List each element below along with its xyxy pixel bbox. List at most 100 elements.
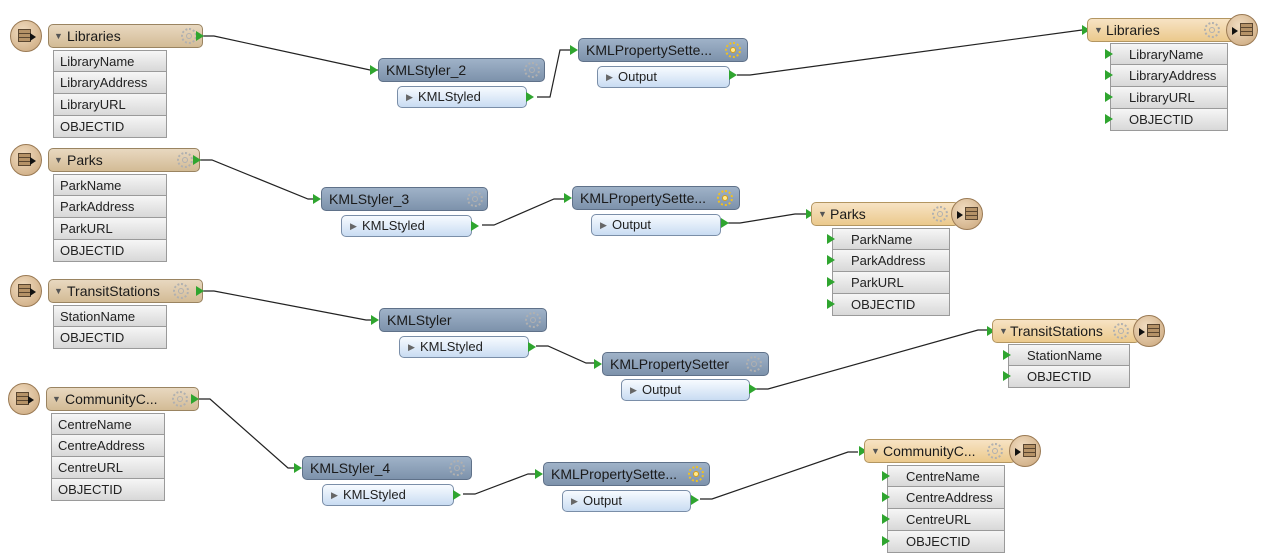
database-table-icon [10, 20, 42, 52]
input-port[interactable] [1105, 92, 1113, 102]
output-port[interactable] [749, 384, 757, 394]
transformer-header[interactable]: KMLPropertySette... [543, 462, 710, 486]
input-port[interactable] [882, 492, 890, 502]
output-port-label[interactable]: ▶ KMLStyled [397, 86, 527, 108]
output-port-label[interactable]: ▶ KMLStyled [399, 336, 529, 358]
output-port[interactable] [191, 394, 199, 404]
collapse-icon[interactable]: ▼ [1094, 25, 1103, 35]
output-port-label[interactable]: ▶ Output [597, 66, 730, 88]
transformer-header[interactable]: KMLStyler_2 [378, 58, 545, 82]
output-port[interactable] [729, 70, 737, 80]
input-port[interactable] [882, 536, 890, 546]
gear-icon[interactable] [1204, 22, 1220, 38]
output-port[interactable] [453, 490, 461, 500]
attribute-label: OBJECTID [851, 297, 916, 312]
output-port-label[interactable]: ▶ KMLStyled [322, 484, 454, 506]
input-port[interactable] [313, 194, 321, 204]
reader-header[interactable]: ▼ Libraries [48, 24, 203, 48]
attribute-label: CentreName [906, 469, 980, 484]
input-port[interactable] [564, 193, 572, 203]
input-port[interactable] [1003, 350, 1011, 360]
gear-icon[interactable] [449, 460, 465, 476]
attribute-list: CentreName CentreAddress CentreURL OBJEC… [51, 413, 165, 501]
gear-icon[interactable] [1113, 323, 1129, 339]
gear-icon[interactable] [172, 391, 188, 407]
reader-header[interactable]: ▼ TransitStations [48, 279, 203, 303]
gear-icon[interactable] [725, 42, 741, 58]
gear-icon[interactable] [932, 206, 948, 222]
gear-icon[interactable] [181, 28, 197, 44]
transformer-header[interactable]: KMLStyler_4 [302, 456, 472, 480]
input-port[interactable] [1003, 371, 1011, 381]
writer-header[interactable]: ▼ Parks [811, 202, 959, 226]
output-port[interactable] [196, 286, 204, 296]
input-port[interactable] [827, 277, 835, 287]
attribute-item: StationName [53, 305, 167, 327]
output-port[interactable] [691, 495, 699, 505]
input-port[interactable] [806, 209, 814, 219]
input-port[interactable] [594, 359, 602, 369]
attribute-item: LibraryURL [1105, 87, 1228, 109]
writer-header[interactable]: ▼ Libraries [1087, 18, 1237, 42]
gear-icon[interactable] [987, 443, 1003, 459]
writer-header[interactable]: ▼ CommunityC... [864, 439, 1016, 463]
input-port[interactable] [859, 446, 867, 456]
output-port[interactable] [721, 218, 729, 228]
transformer-header[interactable]: KMLStyler [379, 308, 547, 332]
input-port[interactable] [987, 326, 995, 336]
gear-icon[interactable] [173, 283, 189, 299]
reader-name: Libraries [67, 28, 121, 44]
writer-header[interactable]: ▼ TransitStations [992, 319, 1140, 343]
input-port[interactable] [1105, 70, 1113, 80]
collapse-icon[interactable]: ▼ [52, 394, 61, 404]
output-port-label[interactable]: ▶ Output [621, 379, 750, 401]
transformer-header[interactable]: KMLStyler_3 [321, 187, 488, 211]
output-port[interactable] [528, 342, 536, 352]
transformer-header[interactable]: KMLPropertySette... [572, 186, 740, 210]
input-port[interactable] [827, 234, 835, 244]
output-port[interactable] [471, 221, 479, 231]
reader-header[interactable]: ▼ Parks [48, 148, 200, 172]
collapse-icon[interactable]: ▼ [54, 155, 63, 165]
output-port[interactable] [193, 155, 201, 165]
gear-icon[interactable] [177, 152, 193, 168]
output-port[interactable] [526, 92, 534, 102]
output-port-label[interactable]: ▶ Output [562, 490, 691, 512]
output-port-label[interactable]: ▶ KMLStyled [341, 215, 472, 237]
gear-icon[interactable] [717, 190, 733, 206]
output-port-label[interactable]: ▶ Output [591, 214, 721, 236]
gear-icon[interactable] [467, 191, 483, 207]
input-port[interactable] [294, 463, 302, 473]
triangle-right-icon: ▶ [331, 490, 338, 500]
input-port[interactable] [1105, 49, 1113, 59]
input-port[interactable] [535, 469, 543, 479]
collapse-icon[interactable]: ▼ [871, 446, 880, 456]
collapse-icon[interactable]: ▼ [54, 286, 63, 296]
port-label: KMLStyled [418, 89, 481, 104]
input-port[interactable] [882, 514, 890, 524]
port-label: Output [612, 217, 652, 232]
collapse-icon[interactable]: ▼ [999, 326, 1008, 336]
attribute-item: StationName [1003, 344, 1130, 366]
collapse-icon[interactable]: ▼ [818, 209, 827, 219]
gear-icon[interactable] [688, 466, 704, 482]
input-port[interactable] [827, 255, 835, 265]
transformer-header[interactable]: KMLPropertySette... [578, 38, 748, 62]
input-port[interactable] [882, 471, 890, 481]
gear-icon[interactable] [746, 356, 762, 372]
input-port[interactable] [370, 65, 378, 75]
collapse-icon[interactable]: ▼ [54, 31, 63, 41]
transformer-header[interactable]: KMLPropertySetter [602, 352, 769, 376]
input-port[interactable] [371, 315, 379, 325]
input-port[interactable] [827, 299, 835, 309]
reader-header[interactable]: ▼ CommunityC... [46, 387, 199, 411]
database-table-icon [10, 144, 42, 176]
input-port[interactable] [1105, 114, 1113, 124]
output-port[interactable] [196, 31, 204, 41]
attribute-item: CentreAddress [882, 487, 1005, 509]
attribute-item: OBJECTID [827, 294, 950, 316]
attribute-item: OBJECTID [53, 240, 167, 262]
gear-icon[interactable] [524, 62, 540, 78]
gear-icon[interactable] [525, 312, 541, 328]
input-port[interactable] [570, 45, 578, 55]
